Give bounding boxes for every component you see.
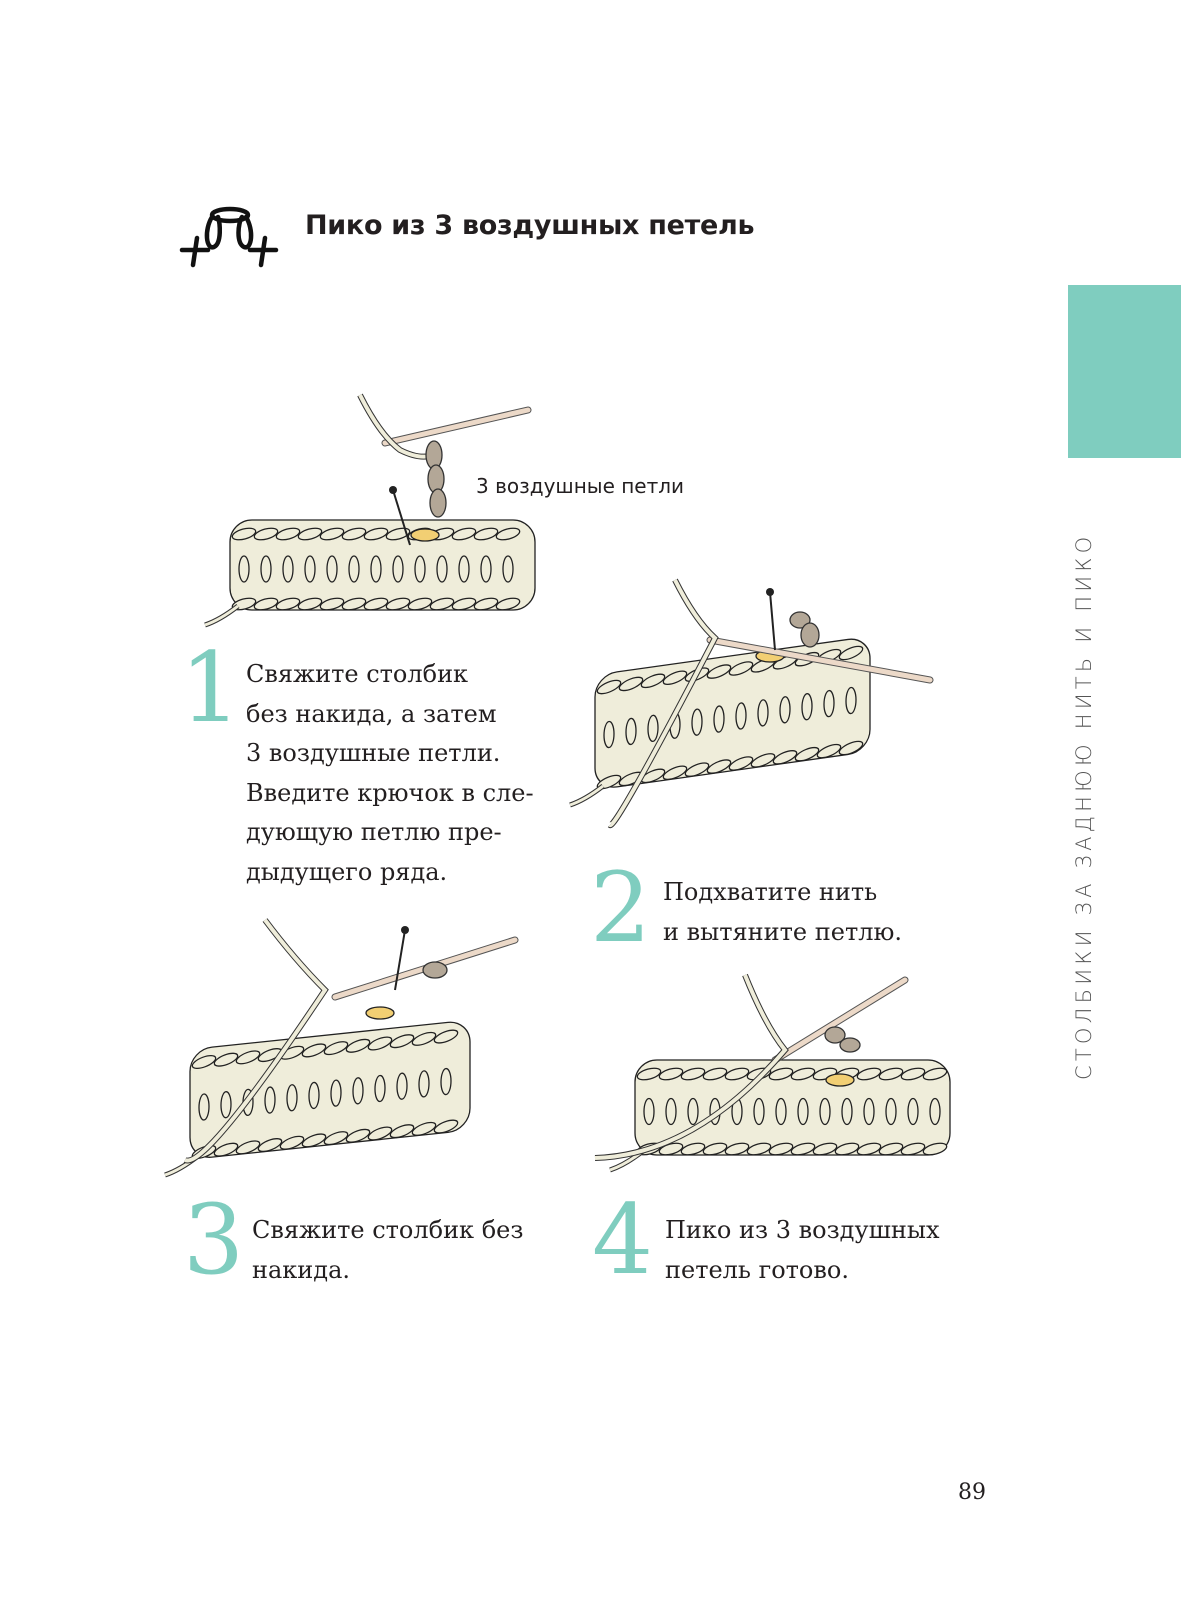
step-3-number: 3: [183, 1184, 245, 1296]
step-4-number: 4: [592, 1184, 654, 1296]
chain-stitch: [429, 488, 447, 518]
step-1-illustration: [204, 393, 536, 628]
step-2-text: Подхватите нить и вытяните петлю.: [663, 878, 903, 946]
crochet-swatch: [634, 1059, 951, 1156]
step-1-number: 1: [180, 632, 242, 744]
step-2-illustration: [569, 578, 934, 829]
crochet-swatch: [229, 519, 536, 611]
section-running-head: СТОЛБИКИ ЗА ЗАДНЮЮ НИТЬ И ПИКО: [1072, 532, 1096, 1080]
chain-stitch: [824, 1026, 846, 1044]
section-tab: [1068, 285, 1181, 458]
chain-stitch: [422, 961, 448, 979]
step-2-number: 2: [590, 852, 652, 964]
step-4-text: Пико из 3 воздушных петель готово.: [665, 1216, 940, 1284]
chain-stitch: [800, 622, 820, 648]
chain-stitch: [839, 1037, 861, 1053]
direction-arrow-icon: [394, 926, 409, 991]
chain-stitch: [789, 611, 811, 629]
direction-arrow-icon: [766, 588, 776, 651]
step-1-text: Свяжите столбик без накида, а затем 3 во…: [246, 660, 534, 886]
chain-callout-label: 3 воздушные петли: [476, 474, 685, 498]
direction-arrow-icon: [389, 486, 411, 546]
page-number: 89: [958, 1480, 986, 1505]
step-3-illustration: [164, 918, 519, 1178]
crochet-swatch: [189, 1006, 471, 1160]
picot-symbol-icon: [179, 206, 279, 268]
step-3-text: Свяжите столбик без накида.: [252, 1216, 524, 1284]
page-title: Пико из 3 воздушных петель: [305, 210, 755, 241]
step-4-illustration: [594, 973, 951, 1173]
